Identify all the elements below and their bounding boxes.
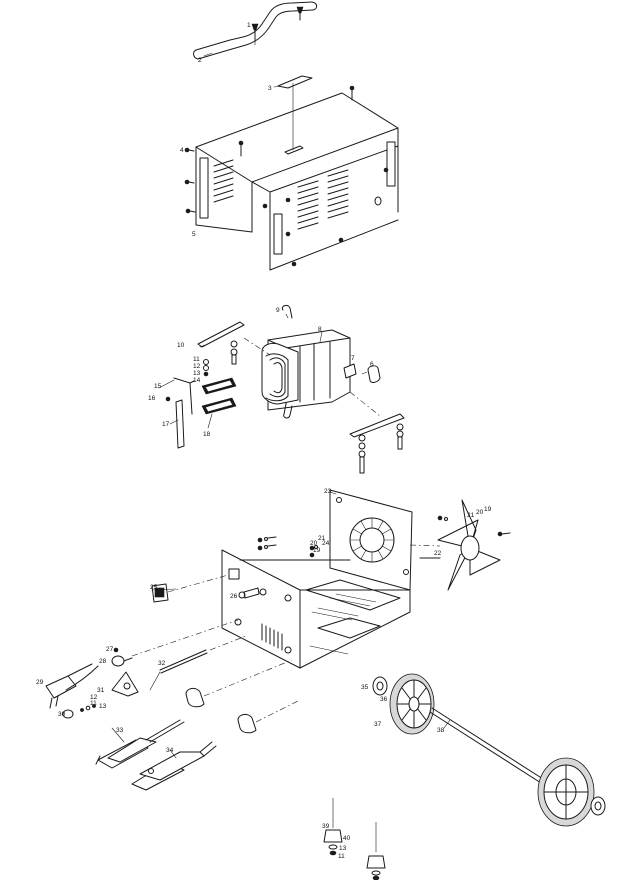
part-label-4: 4 [180,147,184,154]
part-label-11a: 11 [193,356,200,363]
chassis-fasteners [257,515,511,558]
part-label-39: 39 [322,823,330,830]
part-label-13a: 13 [193,370,201,377]
part-label-10: 10 [177,342,185,349]
part-label-11b: 11 [90,700,97,707]
part-label-9: 9 [276,307,280,314]
part-label-30: 30 [58,711,66,718]
part-label-20a: 20 [476,509,484,516]
part-label-24: 24 [322,540,330,547]
part-number-labels: 1 2 3 4 5 6 7 8 9 10 11 12 13 14 15 16 1… [36,22,492,860]
part-label-6: 6 [370,361,374,368]
part-label-26: 26 [230,593,238,600]
part-label-18: 18 [203,431,211,438]
feet-assembly [323,797,386,880]
part-label-12b: 12 [90,694,98,701]
rear-fan-grill [349,517,395,563]
part-label-1: 1 [247,22,251,29]
front-panel-vent-slots [261,623,283,651]
transformer-assembly [165,304,405,474]
cover-vent-slots [213,159,349,230]
part-label-12a: 12 [193,363,201,370]
part-label-33: 33 [116,727,124,734]
part-label-19b: 19 [313,547,321,554]
part-label-8: 8 [318,326,322,333]
part-label-11c: 11 [338,853,345,860]
part-label-35: 35 [361,684,369,691]
transformer-coil-windings [265,353,289,402]
part-label-27: 27 [106,646,114,653]
transformer-bolt-stacks [165,340,404,474]
part-label-38: 38 [437,727,445,734]
part-label-19a: 19 [484,506,492,513]
part-label-40: 40 [343,835,351,842]
part-label-16: 16 [148,395,156,402]
handle-assembly [193,1,318,60]
part-label-21a: 21 [467,512,475,519]
part-label-29: 29 [36,679,44,686]
part-label-23: 23 [324,488,332,495]
part-label-14: 14 [193,377,201,384]
part-label-25: 25 [150,584,158,591]
part-label-13b: 13 [99,703,107,710]
part-label-20b: 20 [310,540,318,547]
part-label-15: 15 [154,383,162,390]
part-label-34: 34 [166,747,174,754]
part-label-17: 17 [162,421,170,428]
part-label-2: 2 [198,57,202,64]
part-label-22: 22 [434,550,442,557]
part-label-3: 3 [268,85,272,92]
part-label-32: 32 [158,660,166,667]
part-label-31: 31 [97,687,105,694]
part-label-21b: 21 [318,535,326,542]
part-label-5: 5 [192,231,196,238]
leader-lines [111,24,451,759]
part-label-36: 36 [380,696,388,703]
controls-and-cables [45,619,301,734]
base-floor [305,579,401,655]
chassis-assembly [151,489,511,669]
wheels-and-axle [372,673,606,827]
part-label-37: 37 [374,721,382,728]
cover-assembly [184,75,399,271]
cooling-fan [409,499,501,591]
welding-clamps [95,719,217,791]
part-label-13c: 13 [339,845,347,852]
part-label-7: 7 [351,355,355,362]
cover-screws [184,85,389,267]
part-label-28: 28 [99,658,107,665]
